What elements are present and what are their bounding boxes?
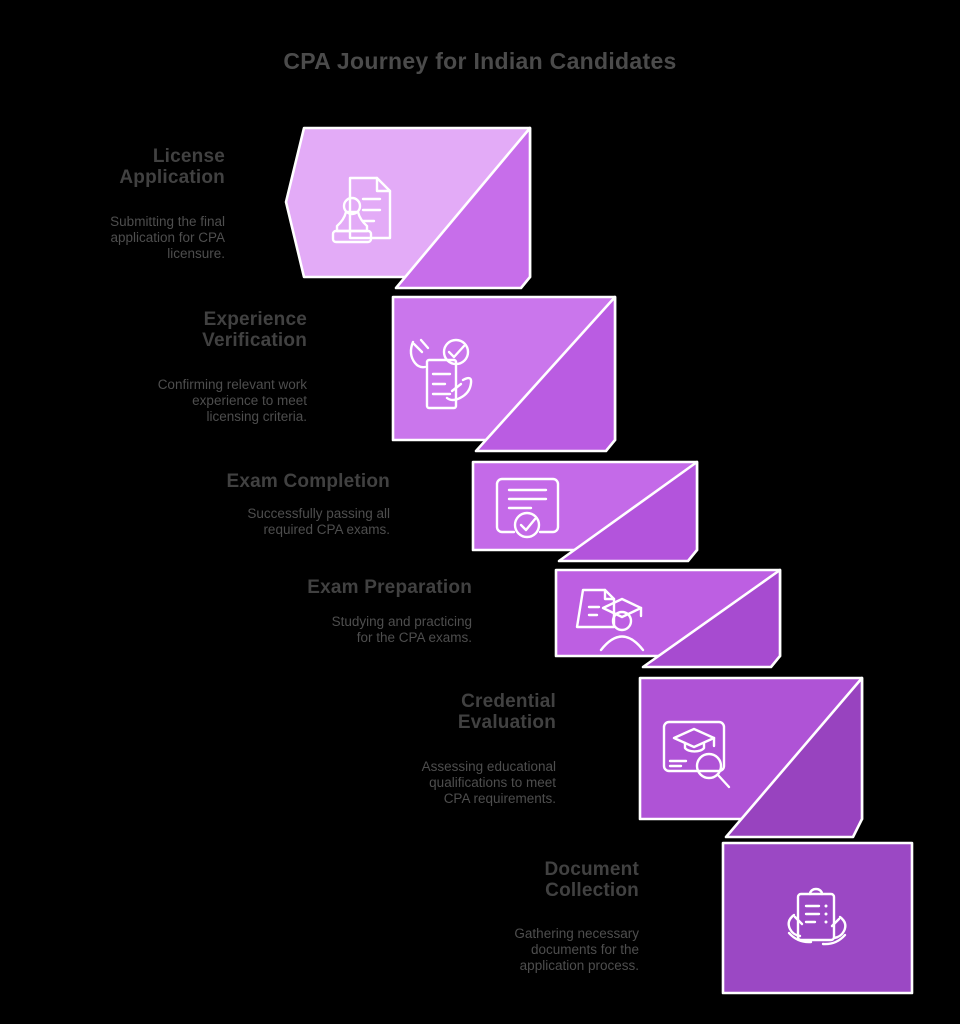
ribbon-fold-5 (724, 676, 864, 839)
graduate-document-icon (575, 588, 645, 652)
step-description: Submitting the final application for CPA… (110, 214, 225, 261)
certificate-check-icon (495, 477, 560, 539)
step-title: Credential Evaluation (457, 691, 556, 733)
stamp-document-icon (331, 176, 392, 244)
page-title: CPA Journey for Indian Candidates (283, 48, 677, 74)
ribbon-fold-2 (474, 295, 617, 453)
ribbon-fold-1 (394, 126, 532, 290)
step-description: Studying and practicing for the CPA exam… (331, 614, 472, 645)
hands-checklist-icon (409, 338, 473, 410)
step-description: Assessing educational qualifications to … (421, 759, 556, 806)
hands-clipboard-icon (787, 887, 847, 946)
step-title: License Application (119, 146, 225, 188)
step-title: Exam Completion (226, 471, 390, 492)
ribbon-fold-4 (641, 568, 782, 669)
step-title: Experience Verification (202, 309, 307, 351)
ribbon-fold-3 (557, 460, 699, 563)
step-description: Gathering necessary documents for the ap… (514, 926, 639, 973)
step-description: Confirming relevant work experience to m… (157, 377, 307, 424)
screen-graduation-search-icon (662, 720, 731, 789)
step-title: Exam Preparation (307, 577, 472, 598)
step-description: Successfully passing all required CPA ex… (247, 506, 390, 537)
step-title: Document Collection (544, 859, 639, 901)
step-tile-document-collection (721, 841, 914, 995)
